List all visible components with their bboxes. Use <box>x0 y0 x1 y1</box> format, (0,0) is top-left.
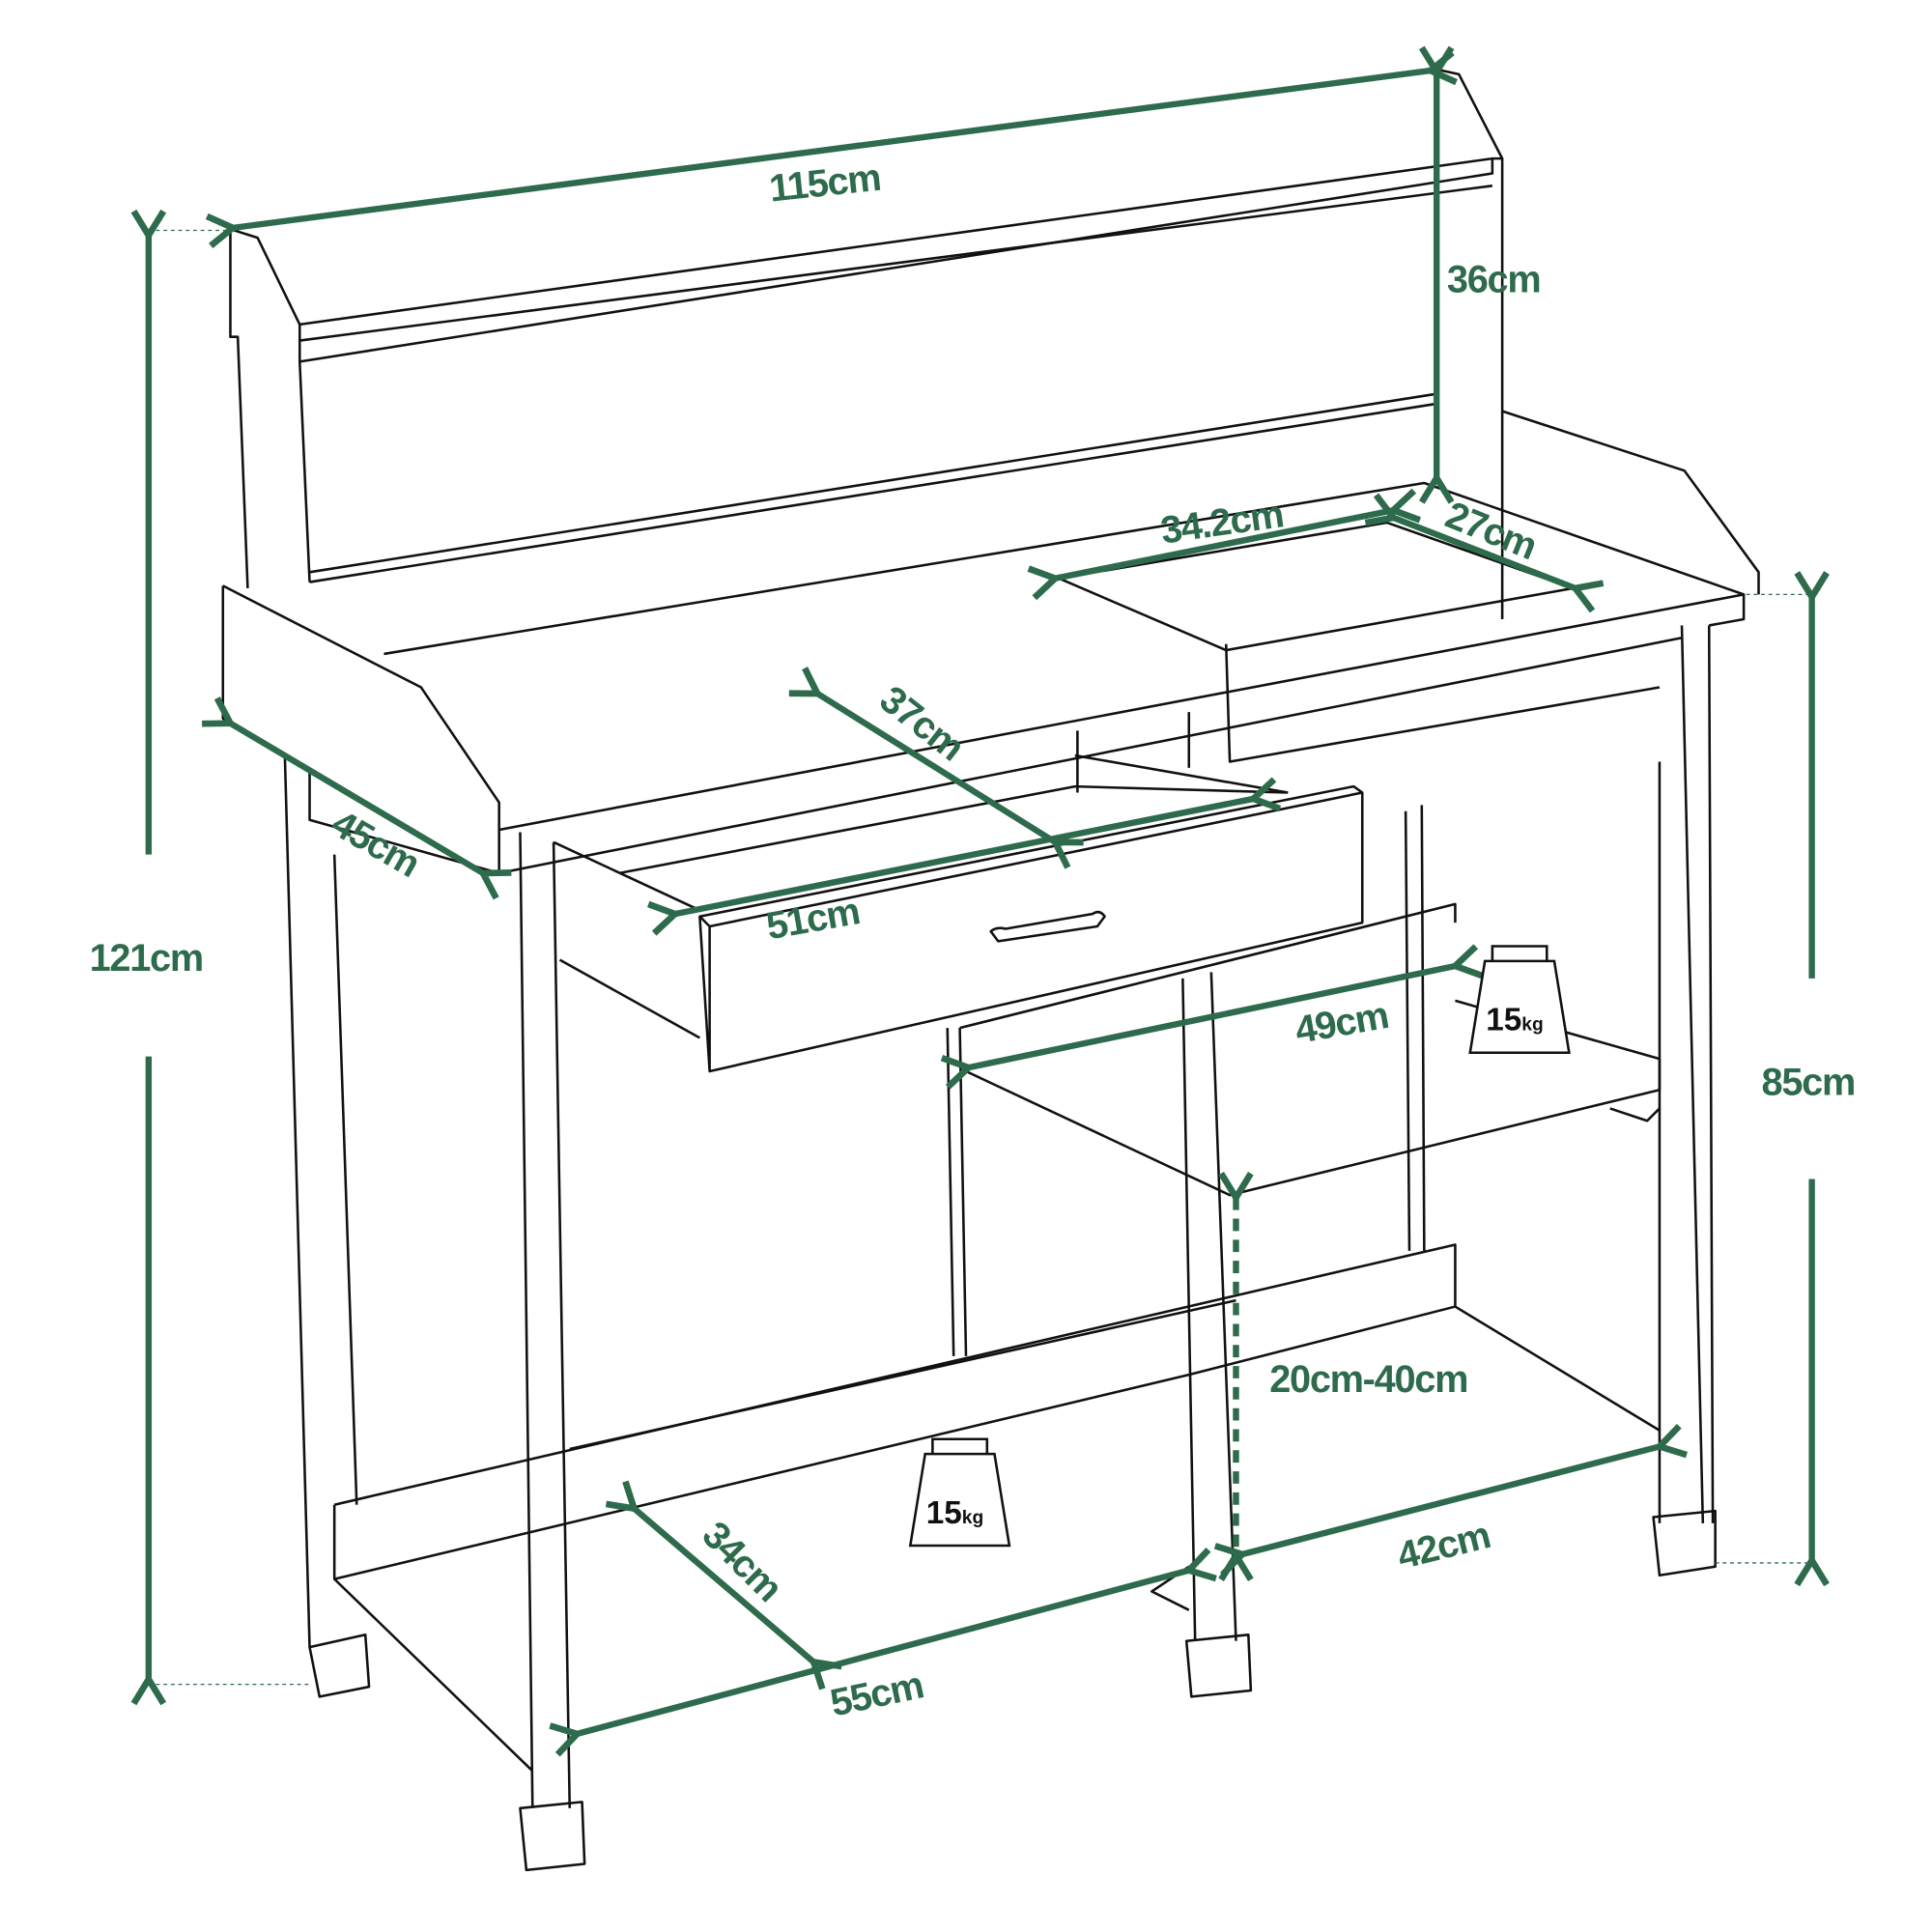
arrow-right-bottom <box>1242 1446 1660 1554</box>
arrow-total-width <box>233 71 1431 228</box>
weight-label-middle: 15kg <box>1486 1003 1544 1038</box>
label-bottom-width: 55cm <box>827 1663 927 1724</box>
label-total-height: 121cm <box>90 937 203 980</box>
label-total-width: 115cm <box>767 156 882 211</box>
arrow-sink-length <box>1055 510 1393 579</box>
label-bottom-depth: 34cm <box>694 1514 789 1609</box>
dimension-arrows <box>149 71 1812 1734</box>
arrow-drawer-width <box>675 799 1254 914</box>
label-top-shelf-height: 36cm <box>1447 259 1541 301</box>
weight-label-bottom: 15kg <box>926 1495 984 1531</box>
label-table-height: 85cm <box>1762 1061 1856 1103</box>
drawer-handle <box>989 910 1106 943</box>
label-drawer-width: 51cm <box>763 890 863 948</box>
feet <box>308 1509 1717 1872</box>
arrow-middle-shelf <box>969 966 1456 1067</box>
weight-icon-bottom: 15kg <box>908 1437 1011 1548</box>
weight-icon-middle: 15kg <box>1468 945 1571 1055</box>
label-middle-shelf: 49cm <box>1292 994 1391 1052</box>
label-shelf-gap: 20cm-40cm <box>1269 1358 1467 1401</box>
arrow-bottom-width <box>577 1571 1188 1734</box>
arrow-side-depth <box>230 724 483 873</box>
arrow-sink-width <box>1393 518 1575 588</box>
label-right-bottom: 42cm <box>1393 1514 1493 1577</box>
label-drawer-depth: 37cm <box>872 678 972 769</box>
label-side-depth: 45cm <box>325 802 427 885</box>
